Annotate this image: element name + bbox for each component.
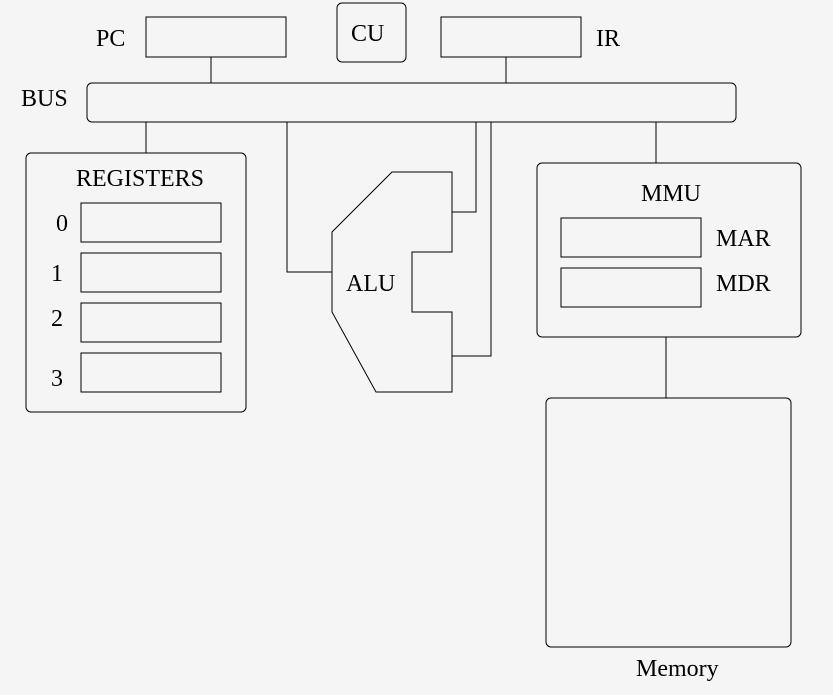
registers-panel: REGISTERS 0 1 2 3 bbox=[25, 152, 247, 413]
register-3-box bbox=[80, 352, 222, 393]
ir-label: IR bbox=[596, 26, 620, 52]
control-unit-box bbox=[336, 2, 407, 63]
mar-register-box bbox=[560, 217, 702, 258]
register-0-label: 0 bbox=[56, 211, 68, 237]
alu-shape bbox=[331, 171, 453, 393]
wires bbox=[145, 57, 667, 398]
mmu-label: MMU bbox=[641, 181, 701, 207]
register-1-box bbox=[80, 252, 222, 293]
pc-label: PC bbox=[96, 26, 125, 52]
register-1-label: 1 bbox=[51, 261, 63, 287]
memory-label: Memory bbox=[636, 656, 719, 682]
registers-label: REGISTERS bbox=[76, 166, 204, 192]
registers-box bbox=[25, 152, 247, 413]
alu-label: ALU bbox=[346, 271, 395, 297]
mdr-register-box bbox=[560, 267, 702, 308]
register-0-box bbox=[80, 202, 222, 243]
register-2-label: 2 bbox=[51, 306, 63, 332]
ir-register-box bbox=[440, 16, 582, 58]
wire-bus-alu-top bbox=[452, 122, 477, 213]
memory-box bbox=[545, 397, 792, 648]
mmu-box bbox=[536, 162, 802, 338]
register-2-box bbox=[80, 302, 222, 343]
mar-label: MAR bbox=[716, 226, 771, 252]
cu-label: CU bbox=[351, 21, 384, 47]
wire-bus-alu-left bbox=[286, 122, 332, 273]
wire-bus-alu-bottom bbox=[452, 122, 492, 357]
mdr-label: MDR bbox=[716, 271, 771, 297]
mmu-panel: MMU MAR MDR bbox=[536, 162, 802, 338]
pc-register-box bbox=[145, 16, 287, 58]
bus-label: BUS bbox=[21, 86, 68, 112]
bus-box bbox=[86, 82, 737, 123]
register-3-label: 3 bbox=[51, 366, 63, 392]
